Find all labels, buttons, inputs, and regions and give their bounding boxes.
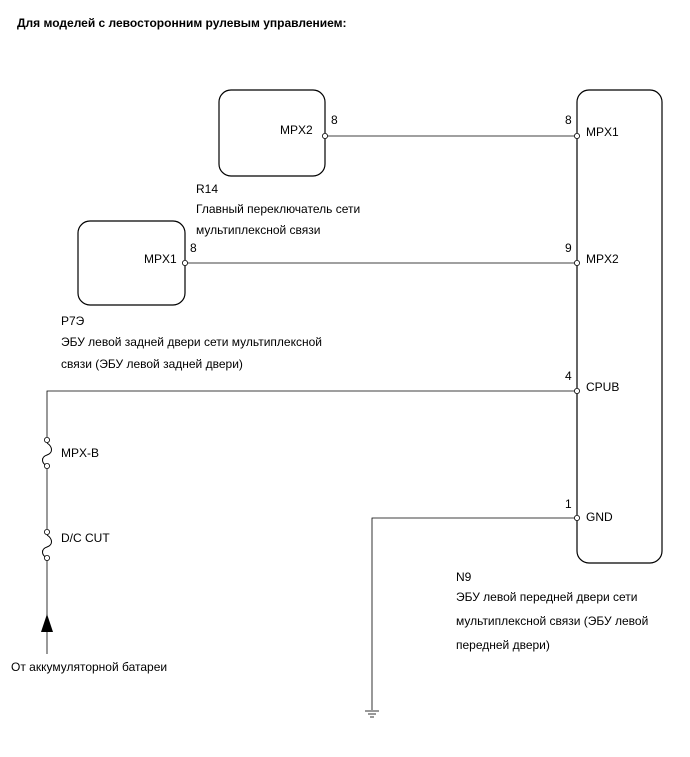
fuse-mpx-b-symbol — [42, 436, 52, 469]
r14-component-box — [218, 89, 326, 177]
fuse-label: D/C CUT — [61, 531, 110, 545]
n9-desc-line1: ЭБУ левой передней двери сети — [456, 590, 638, 604]
n9-component-box — [576, 89, 663, 564]
battery-label: От аккумуляторной батареи — [11, 660, 168, 674]
terminal-n9-4 — [574, 387, 581, 394]
terminal-n9-9 — [574, 259, 581, 266]
n9-pin-label: GND — [586, 510, 613, 524]
p7e-desc-line2: связи (ЭБУ левой задней двери) — [61, 357, 243, 371]
n9-pin-label: MPX1 — [586, 125, 619, 139]
ground-icon — [365, 710, 379, 718]
fuse-dc-cut-symbol — [42, 529, 52, 562]
terminal-n9-1 — [574, 515, 581, 522]
n9-desc-line2: мультиплексной связи (ЭБУ левой — [456, 614, 649, 628]
p7e-id: P7Э — [61, 314, 85, 328]
n9-pin-label: CPUB — [586, 380, 620, 394]
n9-pin-label: MPX2 — [586, 252, 619, 266]
n9-id: N9 — [456, 570, 472, 584]
p7e-pin-number: 8 — [190, 241, 197, 255]
wire-cpub — [46, 390, 577, 437]
diagram-title: Для моделей с левосторонним рулевым упра… — [17, 16, 347, 30]
wire-gnd — [371, 517, 577, 710]
terminal-p7e-8 — [181, 259, 188, 266]
r14-id: R14 — [196, 182, 219, 196]
p7e-pin-label: MPX1 — [144, 252, 177, 266]
r14-pin-label: MPX2 — [280, 123, 313, 137]
r14-pin-number: 8 — [331, 113, 338, 127]
fuse-label: MPX-B — [61, 446, 100, 460]
n9-pin-number: 9 — [565, 241, 572, 255]
n9-pin-number: 8 — [565, 113, 572, 127]
r14-desc-line2: мультиплексной связи — [196, 223, 321, 237]
p7e-desc-line1: ЭБУ левой задней двери сети мультиплексн… — [61, 335, 322, 349]
battery-arrow-icon — [41, 614, 53, 632]
n9-pin-number: 4 — [565, 369, 572, 383]
r14-desc-line1: Главный переключатель сети — [196, 202, 361, 216]
n9-desc-line3: передней двери) — [456, 638, 550, 652]
terminal-n9-8 — [574, 132, 581, 139]
terminal-r14-8 — [321, 132, 328, 139]
n9-pin-number: 1 — [565, 497, 572, 511]
